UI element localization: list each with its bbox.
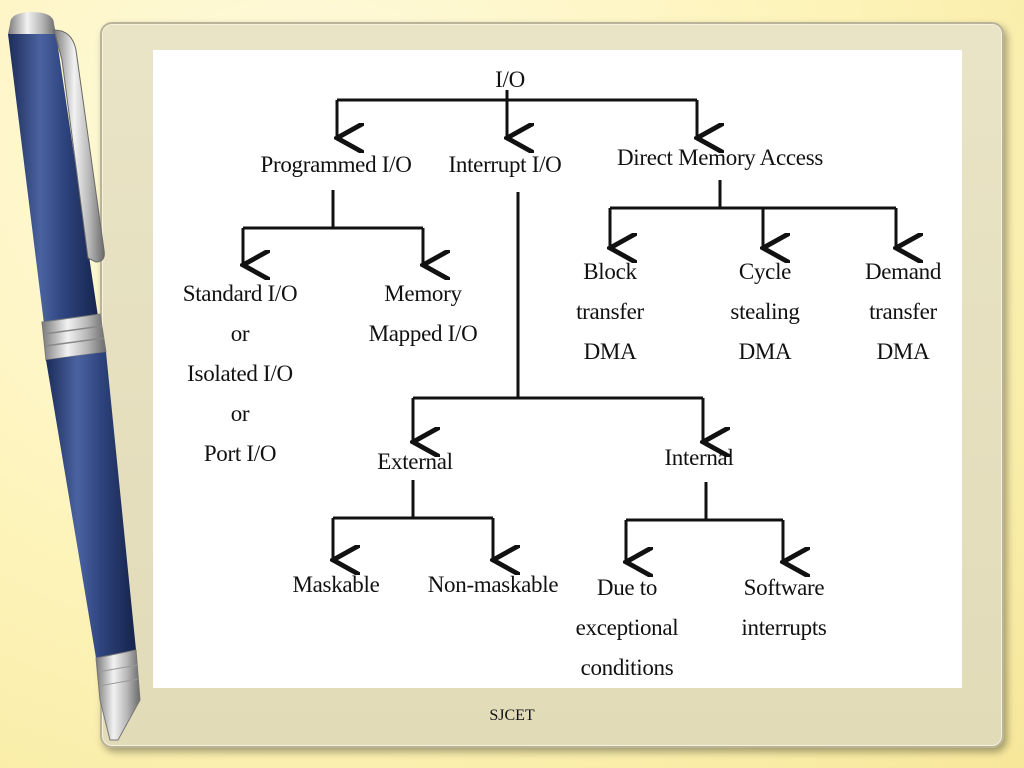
node-memory-mapped-io: Memory Mapped I/O (368, 281, 478, 346)
io-classification-diagram: I/O Programmed I/O Interrupt I/O Direct … (153, 50, 962, 688)
node-io-root: I/O (495, 67, 525, 92)
node-external: External (377, 449, 453, 474)
node-block-transfer-dma: Block transfer DMA (576, 259, 644, 364)
footer-label: SJCET (489, 707, 535, 724)
node-demand-transfer-dma: Demand transfer DMA (864, 259, 942, 364)
node-exceptional-conditions: Due to exceptional conditions (575, 575, 679, 680)
node-software-interrupts: Software interrupts (741, 575, 827, 640)
node-interrupt-io: Interrupt I/O (448, 152, 562, 177)
node-maskable: Maskable (292, 572, 380, 597)
pen-decoration (8, 12, 141, 741)
node-non-maskable: Non-maskable (427, 572, 559, 597)
node-direct-memory-access: Direct Memory Access (616, 145, 824, 170)
node-cycle-stealing-dma: Cycle stealing DMA (730, 259, 800, 364)
connector-lines (153, 90, 962, 688)
node-internal: Internal (664, 445, 734, 470)
node-standard-io: Standard I/O or Isolated I/O or Port I/O (182, 281, 298, 466)
node-programmed-io: Programmed I/O (260, 152, 412, 177)
